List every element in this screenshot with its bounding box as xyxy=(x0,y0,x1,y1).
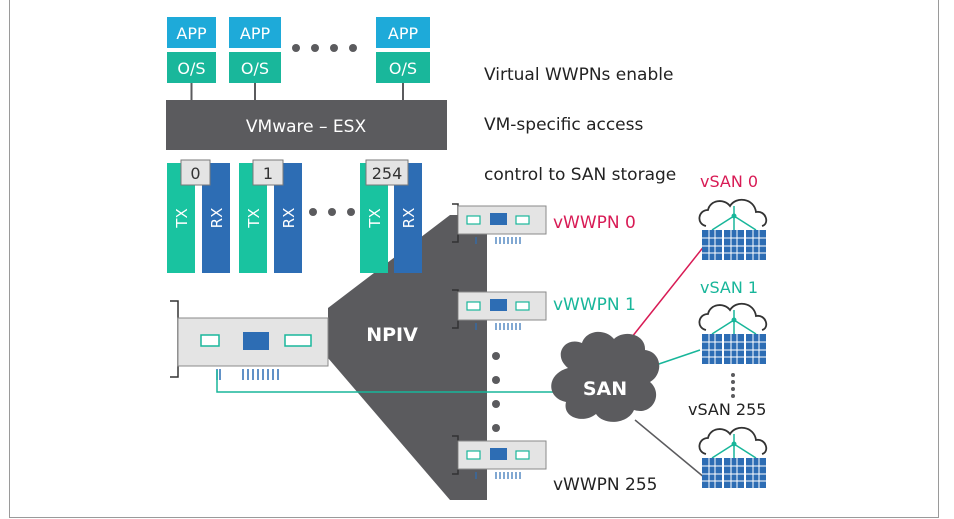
vwwpn-label-255: vWWPN 255 xyxy=(553,475,658,495)
caption-line: control to SAN storage xyxy=(484,165,677,185)
virtual-hba-card-255 xyxy=(452,435,547,479)
vsan-label-1: vSAN 1 xyxy=(700,278,758,297)
storage-rack-icon xyxy=(724,230,744,260)
vwwpn-label-0: vWWPN 0 xyxy=(553,213,636,233)
cloud-icon xyxy=(698,198,768,227)
storage-rack-icon xyxy=(746,334,766,364)
os-label: O/S xyxy=(389,59,417,78)
storage-rack-icon xyxy=(702,230,722,260)
storage-rack-icon xyxy=(702,334,722,364)
rx-label: RX xyxy=(400,208,418,229)
app-label: APP xyxy=(176,24,207,43)
vsan-ellipsis xyxy=(731,373,735,398)
physical-link-line xyxy=(216,370,556,393)
cloud-icon xyxy=(698,426,768,455)
rx-label: RX xyxy=(208,208,226,229)
os-box xyxy=(167,52,216,83)
storage-icon-vsan255 xyxy=(698,426,768,488)
hypervisor-label: VMware – ESX xyxy=(246,117,367,137)
virtual-card-ellipsis xyxy=(492,352,500,432)
queue-id-label: 1 xyxy=(263,164,273,183)
storage-icon-vsan0 xyxy=(698,198,768,260)
storage-rack-icon xyxy=(724,458,744,488)
storage-rack-icon xyxy=(724,334,744,364)
san-label: SAN xyxy=(583,378,627,400)
caption-line: VM-specific access xyxy=(484,115,644,135)
vm-ellipsis xyxy=(292,44,357,52)
tx-label: TX xyxy=(366,208,384,228)
queue-id-label: 0 xyxy=(190,164,200,183)
caption-line: Virtual WWPNs enable xyxy=(484,65,674,85)
os-label: O/S xyxy=(241,59,269,78)
vsan0-link-line xyxy=(619,244,706,353)
tx-label: TX xyxy=(173,208,191,228)
app-box xyxy=(167,17,216,48)
vm-254: APP O/S xyxy=(376,17,430,100)
queue-pair-1: 1 TX RX xyxy=(239,159,302,273)
virtual-hba-card-1 xyxy=(452,289,547,330)
os-label: O/S xyxy=(177,59,205,78)
storage-icon-vsan1 xyxy=(698,302,768,364)
queue-ellipsis xyxy=(309,208,355,216)
vm-0: APP O/S xyxy=(167,17,216,100)
hypervisor-bar xyxy=(166,100,447,150)
queue-id-box xyxy=(180,159,211,186)
queue-pair-254: 254 TX RX xyxy=(360,159,422,273)
app-box xyxy=(376,17,430,48)
vsan-label-0: vSAN 0 xyxy=(700,172,758,191)
vsan-label-255: vSAN 255 xyxy=(688,400,766,419)
os-box xyxy=(376,52,430,83)
queue-id-box xyxy=(365,159,409,186)
cloud-icon xyxy=(698,302,768,331)
physical-hba-card xyxy=(170,300,329,380)
queue-id-label: 254 xyxy=(372,164,403,183)
npiv-label: NPIV xyxy=(366,324,418,346)
app-label: APP xyxy=(240,24,271,43)
queue-pair-0: 0 TX RX xyxy=(167,159,230,273)
npiv-funnel xyxy=(328,215,487,500)
vsan255-link-line xyxy=(634,419,706,479)
tx-label: TX xyxy=(245,208,263,228)
caption-text: Virtual WWPNs enable VM-specific access … xyxy=(484,38,676,213)
vwwpn-label-1: vWWPN 1 xyxy=(553,295,636,315)
os-box xyxy=(229,52,281,83)
storage-rack-icon xyxy=(746,230,766,260)
app-label: APP xyxy=(388,24,419,43)
storage-rack-icon xyxy=(702,458,722,488)
san-cloud xyxy=(551,331,660,422)
rx-label: RX xyxy=(280,208,298,229)
queue-id-box xyxy=(252,159,284,186)
virtual-hba-card-0 xyxy=(452,203,547,244)
diagram-frame xyxy=(9,0,939,518)
vm-1: APP O/S xyxy=(229,17,281,100)
app-box xyxy=(229,17,281,48)
storage-rack-icon xyxy=(746,458,766,488)
